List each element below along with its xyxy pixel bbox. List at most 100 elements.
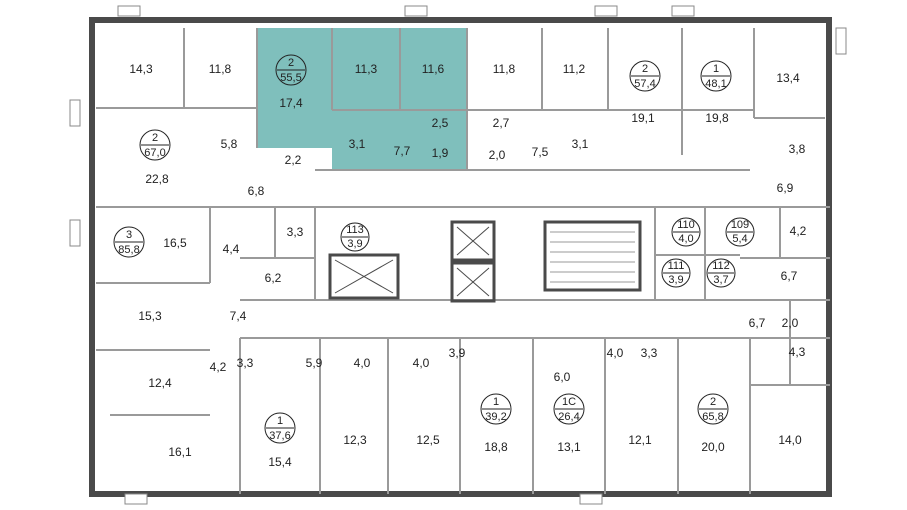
room-area: 2,2 (285, 153, 302, 167)
room-area: 12,4 (148, 376, 172, 390)
badge-circle (480, 393, 512, 425)
elevator-shaft (450, 220, 496, 262)
room-area: 1,9 (432, 146, 449, 160)
room-area: 14,3 (129, 62, 153, 76)
room-area: 2,7 (493, 116, 510, 130)
room-area: 3,8 (789, 142, 806, 156)
room-area: 2,5 (432, 116, 449, 130)
room-area: 5,8 (221, 137, 238, 151)
room-area: 15,3 (138, 309, 162, 323)
badge-area: 57,4 (634, 78, 655, 90)
room-area: 2,0 (489, 148, 506, 162)
apartment-badge[interactable]: 2 67,0 (139, 129, 171, 161)
room-area: 16,1 (168, 445, 192, 459)
apartment-badge[interactable]: 113 3,9 (340, 222, 370, 252)
elevator-cross (456, 226, 490, 256)
apartment-badges: 2 55,5 2 57,4 1 48,1 2 67,0 3 85,8 (113, 54, 755, 444)
room-labels: 14,3 11,8 17,4 11,3 11,6 11,8 11,2 19,1 … (129, 62, 806, 469)
badge-area: 26,4 (558, 411, 579, 423)
apartment-badge[interactable]: 2 55,5 (275, 54, 307, 86)
elevator-shaft (450, 261, 496, 303)
room-area: 19,8 (705, 111, 729, 125)
window (594, 5, 618, 17)
badge-area: 65,8 (702, 411, 723, 423)
apartment-badge[interactable]: 1 48,1 (700, 60, 732, 92)
badge-circle (706, 258, 736, 288)
room-area: 4,2 (790, 224, 807, 238)
stair-steps (550, 231, 635, 283)
room-area: 3,3 (287, 225, 304, 239)
badge-rooms: 1 (277, 415, 283, 427)
badge-rooms: 2 (288, 57, 294, 69)
elevator-cross (456, 267, 490, 297)
badge-circle (275, 54, 307, 86)
elevator-marks (334, 226, 490, 297)
highlight-fill (257, 28, 467, 170)
room-area: 3,1 (349, 137, 366, 151)
badge-area: 3,9 (668, 274, 683, 286)
window (404, 5, 428, 17)
room-area: 17,4 (279, 96, 303, 110)
room-area: 6,2 (265, 271, 282, 285)
badge-circle (553, 393, 585, 425)
apartment-badge[interactable]: 2 65,8 (697, 393, 729, 425)
room-area: 11,8 (493, 62, 516, 76)
window (579, 493, 603, 505)
badge-circle (264, 412, 296, 444)
badge-rooms: 2 (152, 132, 158, 144)
room-area: 3,9 (449, 346, 466, 360)
badge-area: 55,5 (280, 72, 301, 84)
apartment-badge[interactable]: 110 4,0 (671, 217, 701, 247)
badge-rooms: 109 (731, 219, 749, 231)
badge-rooms: 3 (126, 229, 132, 241)
room-area: 13,4 (776, 71, 800, 85)
room-area: 18,8 (484, 440, 508, 454)
badge-area: 85,8 (118, 244, 139, 256)
badge-rooms: 112 (712, 260, 730, 272)
room-area: 7,7 (394, 144, 411, 158)
badge-rooms: 1С (562, 396, 576, 408)
apartment-badge[interactable]: 1 37,6 (264, 412, 296, 444)
badge-area: 5,4 (732, 233, 747, 245)
room-area: 4,2 (210, 360, 227, 374)
badge-rooms: 2 (710, 396, 716, 408)
apartment-badge[interactable]: 109 5,4 (725, 217, 755, 247)
apartment-badge[interactable]: 3 85,8 (113, 226, 145, 258)
badge-circle (661, 258, 691, 288)
badge-area: 67,0 (144, 147, 165, 159)
window (69, 99, 81, 127)
badge-circle (700, 60, 732, 92)
room-area: 14,0 (778, 433, 802, 447)
room-area: 11,3 (355, 62, 378, 76)
room-area: 6,9 (777, 181, 794, 195)
elevator-cross (334, 259, 394, 294)
room-area: 3,3 (641, 346, 658, 360)
badge-area: 3,9 (347, 238, 362, 250)
room-area: 12,5 (416, 433, 440, 447)
badge-circle (697, 393, 729, 425)
badge-rooms: 111 (668, 260, 685, 272)
badge-circle (629, 60, 661, 92)
window (835, 27, 847, 55)
badge-circle (139, 129, 171, 161)
badge-area: 4,0 (678, 233, 693, 245)
apartment-badge[interactable]: 1 39,2 (480, 393, 512, 425)
badge-area: 3,7 (713, 274, 728, 286)
room-area: 4,4 (223, 242, 240, 256)
highlighted-apartment[interactable] (257, 28, 467, 170)
badge-rooms: 2 (642, 63, 648, 75)
badge-area: 39,2 (485, 411, 506, 423)
window (69, 219, 81, 247)
apartment-badge[interactable]: 1С 26,4 (553, 393, 585, 425)
apartment-badge[interactable]: 2 57,4 (629, 60, 661, 92)
stairs (543, 220, 642, 292)
room-area: 22,8 (145, 172, 169, 186)
apartment-badge[interactable]: 112 3,7 (706, 258, 736, 288)
badge-rooms: 113 (346, 224, 364, 236)
badge-rooms: 110 (677, 219, 695, 231)
room-area: 11,2 (563, 62, 586, 76)
room-area: 7,4 (230, 309, 247, 323)
badge-area: 37,6 (269, 430, 290, 442)
apartment-badge[interactable]: 111 3,9 (661, 258, 691, 288)
